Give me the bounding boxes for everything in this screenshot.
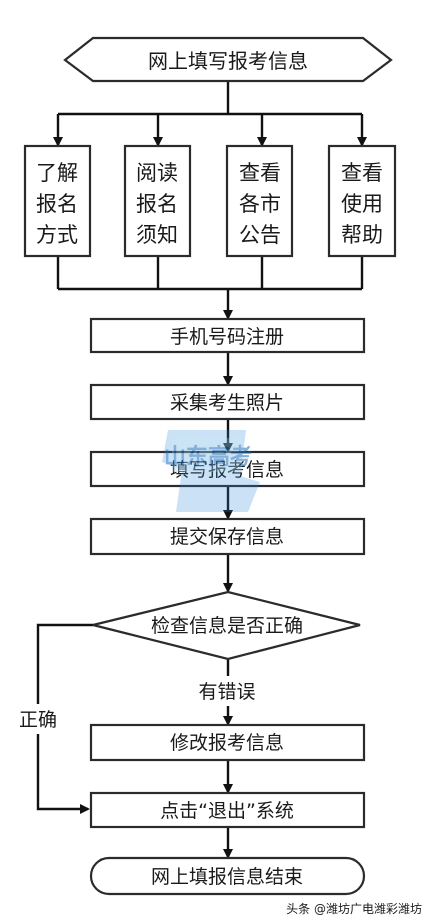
step2-line1: 阅读 <box>136 161 178 185</box>
step2-line3: 须知 <box>136 223 178 247</box>
fill-node: 填写报考信息 <box>89 450 366 488</box>
fill-label: 填写报考信息 <box>170 459 284 481</box>
start-label: 网上填写报考信息 <box>148 49 308 73</box>
connectors <box>36 81 367 859</box>
submit-label: 提交保存信息 <box>170 526 284 548</box>
step4-line3: 帮助 <box>341 223 383 247</box>
exit-label: 点击“退出”系统 <box>160 800 294 822</box>
end-label: 网上填报信息结束 <box>151 866 303 888</box>
step4-node: 查看 使用 帮助 <box>327 144 397 258</box>
step1-line2: 报名 <box>36 192 78 216</box>
footer-credit: 头条 @潍坊广电潍彩潍坊 <box>286 901 422 916</box>
check-label: 检查信息是否正确 <box>151 615 303 637</box>
end-node: 网上填报信息结束 <box>89 856 366 896</box>
step1-node: 了解 报名 方式 <box>23 144 92 258</box>
modify-node: 修改报考信息 <box>89 723 366 762</box>
watermark-brand: 山东高考 <box>164 444 252 470</box>
check-decision-node: 检查信息是否正确 <box>92 590 361 661</box>
step4-line2: 使用 <box>341 192 383 216</box>
step2-line2: 报名 <box>136 192 178 216</box>
correct-branch-label: 正确 <box>19 709 57 731</box>
step4-line1: 查看 <box>341 161 383 185</box>
step2-node: 阅读 报名 须知 <box>123 144 192 258</box>
error-branch-label: 有错误 <box>198 681 255 703</box>
start-node: 网上填写报考信息 <box>63 36 393 83</box>
register-label: 手机号码注册 <box>170 326 284 348</box>
step1-line1: 了解 <box>36 161 78 185</box>
submit-node: 提交保存信息 <box>89 517 366 556</box>
photo-label: 采集考生照片 <box>170 392 284 414</box>
watermark-logo: 山东高考 <box>162 430 260 512</box>
step3-line3: 公告 <box>239 223 281 247</box>
step3-line1: 查看 <box>239 161 281 185</box>
correct-branch-label-group: 正确 <box>10 704 66 734</box>
photo-node: 采集考生照片 <box>89 383 366 421</box>
step3-line2: 各市 <box>239 192 281 216</box>
step3-node: 查看 各市 公告 <box>225 144 294 258</box>
modify-label: 修改报考信息 <box>170 732 284 754</box>
error-branch-label-group: 有错误 <box>188 676 266 706</box>
register-node: 手机号码注册 <box>89 317 366 354</box>
exit-node: 点击“退出”系统 <box>89 791 366 829</box>
step1-line3: 方式 <box>36 223 78 247</box>
